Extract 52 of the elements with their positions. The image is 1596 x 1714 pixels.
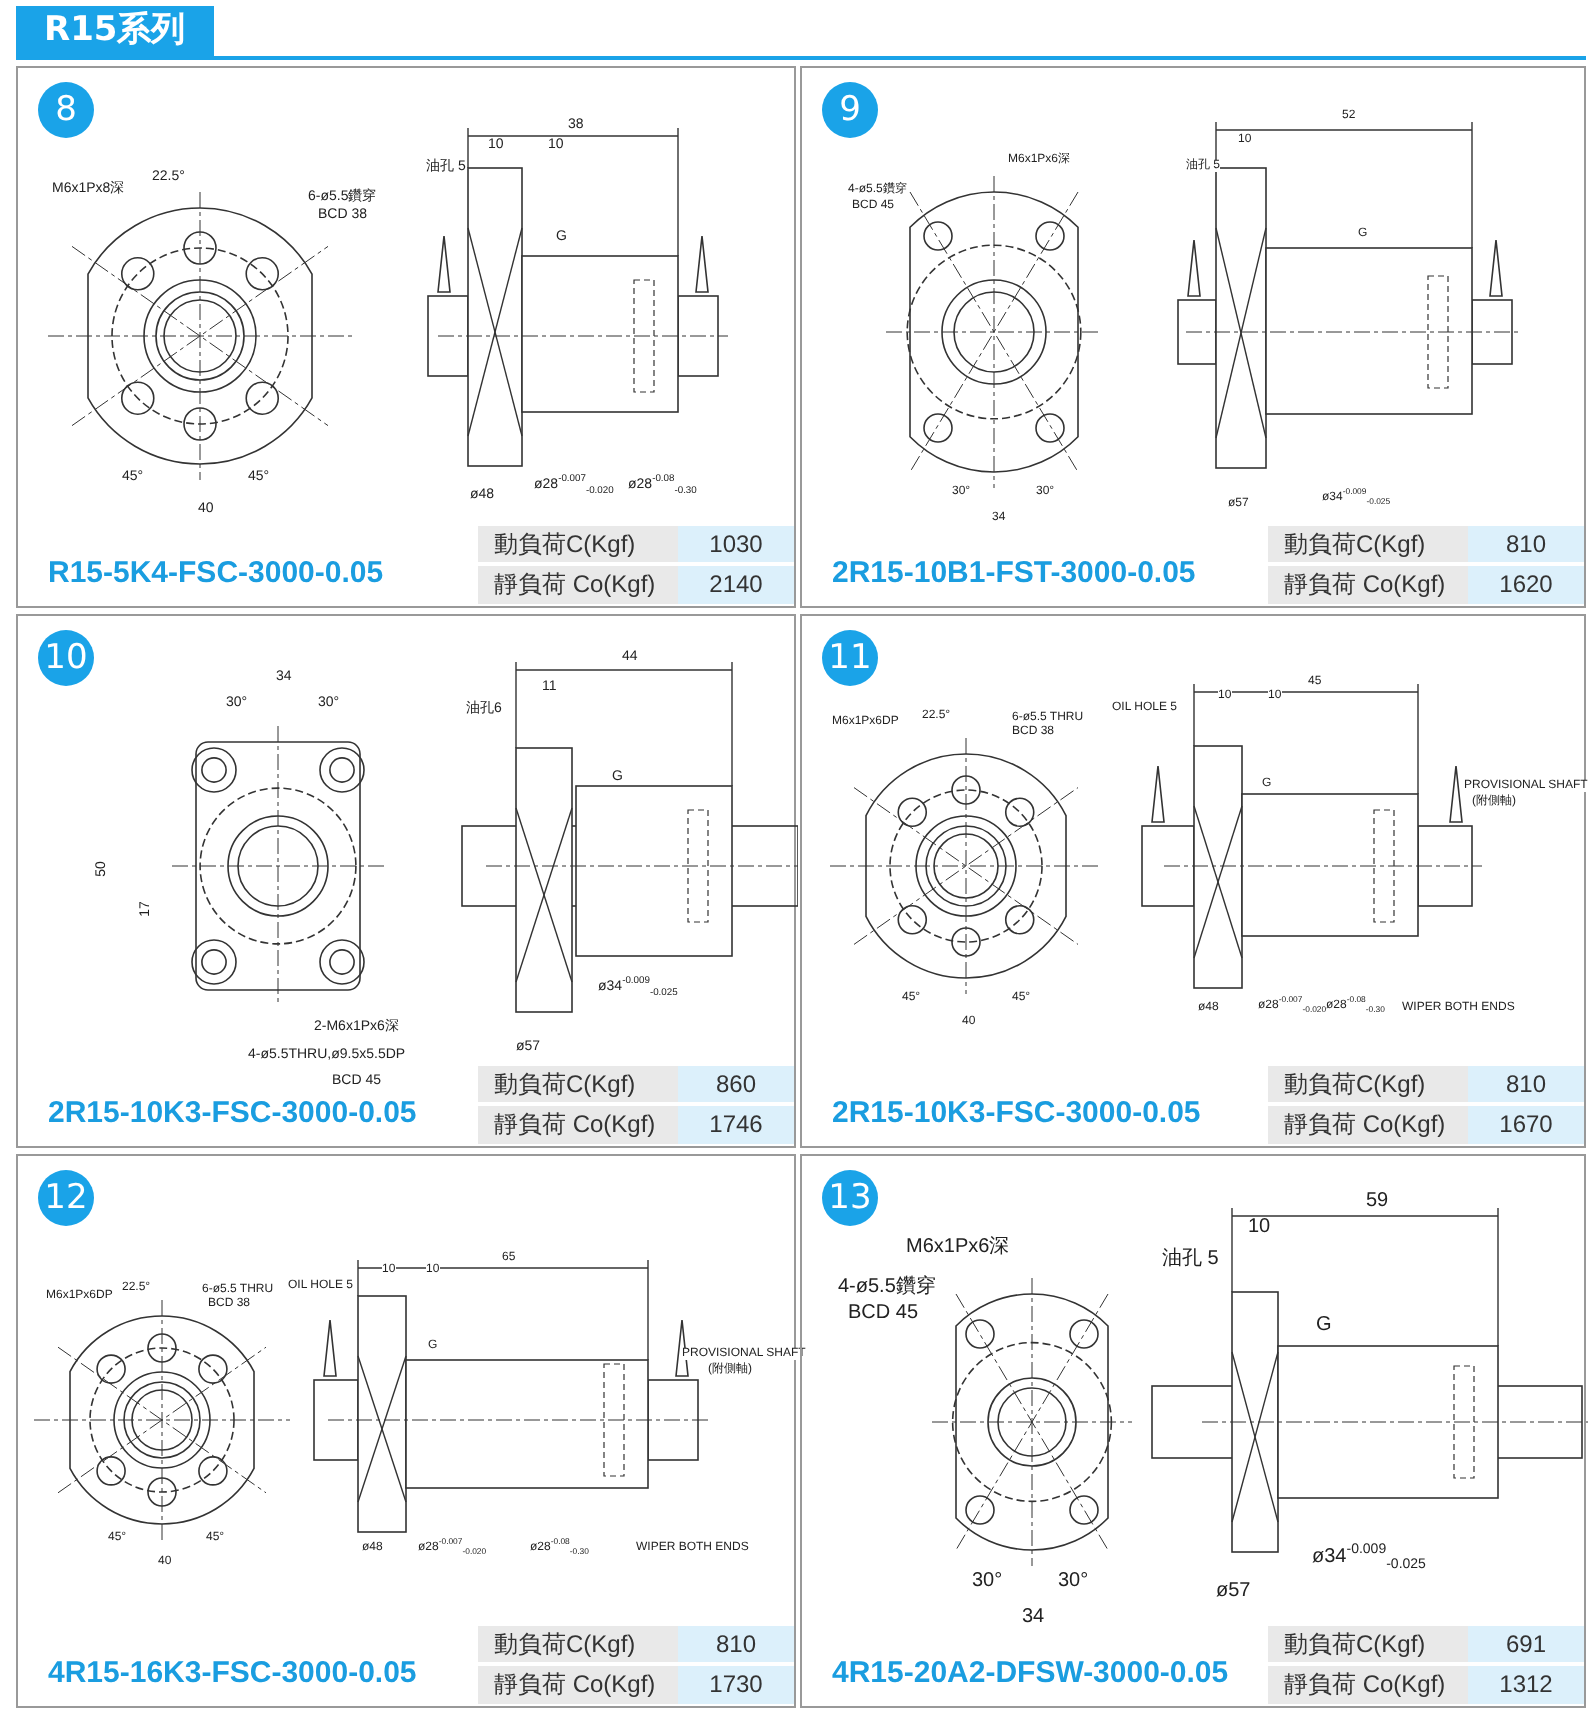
load-rating-label: 靜負荷 Co(Kgf) bbox=[1268, 1106, 1468, 1144]
load-rating-value: 1746 bbox=[678, 1106, 794, 1144]
part-number: 2R15-10B1-FST-3000-0.05 bbox=[832, 556, 1196, 590]
annotation-label: 30° bbox=[1058, 1572, 1089, 1592]
part-number: 4R15-16K3-FSC-3000-0.05 bbox=[48, 1656, 417, 1690]
load-rating-value: 1620 bbox=[1468, 566, 1584, 604]
load-rating-value: 1312 bbox=[1468, 1666, 1584, 1704]
part-number: 4R15-20A2-DFSW-3000-0.05 bbox=[832, 1656, 1229, 1690]
number-badge: 10 bbox=[38, 630, 94, 686]
annotation-label: G bbox=[1316, 1316, 1332, 1336]
load-rating-value: 810 bbox=[1468, 526, 1584, 564]
number-badge: 8 bbox=[38, 82, 94, 138]
annotation-label: BCD 45 bbox=[848, 1304, 919, 1324]
number-badge: 12 bbox=[38, 1170, 94, 1226]
load-rating-label: 動負荷C(Kgf) bbox=[478, 1066, 678, 1104]
load-rating-label: 靜負荷 Co(Kgf) bbox=[478, 566, 678, 604]
load-rating-label: 動負荷C(Kgf) bbox=[1268, 1066, 1468, 1104]
annotation-label: 59 bbox=[1366, 1192, 1389, 1212]
load-rating-value: 810 bbox=[1468, 1066, 1584, 1104]
load-rating-label: 靜負荷 Co(Kgf) bbox=[478, 1666, 678, 1704]
load-rating-label: 動負荷C(Kgf) bbox=[478, 1626, 678, 1664]
annotation-label: ø57 bbox=[1216, 1582, 1251, 1602]
series-title: R15系列 bbox=[16, 6, 214, 56]
annotation-label: 4-ø5.5鑽穿 bbox=[838, 1278, 936, 1298]
product-panel bbox=[800, 614, 1586, 1148]
annotation-label: M6x1Px6深 bbox=[906, 1238, 1010, 1258]
load-rating-value: 1670 bbox=[1468, 1106, 1584, 1144]
part-number: 2R15-10K3-FSC-3000-0.05 bbox=[48, 1096, 417, 1130]
load-rating-label: 靜負荷 Co(Kgf) bbox=[1268, 566, 1468, 604]
annotation-label: 10 bbox=[1248, 1218, 1271, 1238]
product-panel bbox=[800, 66, 1586, 608]
number-badge: 9 bbox=[822, 82, 878, 138]
load-rating-value: 691 bbox=[1468, 1626, 1584, 1664]
load-rating-label: 靜負荷 Co(Kgf) bbox=[478, 1106, 678, 1144]
number-badge: 11 bbox=[822, 630, 878, 686]
load-rating-label: 動負荷C(Kgf) bbox=[478, 526, 678, 564]
annotation-label: 油孔 5 bbox=[1162, 1250, 1219, 1270]
part-number: R15-5K4-FSC-3000-0.05 bbox=[48, 556, 384, 590]
load-rating-value: 1730 bbox=[678, 1666, 794, 1704]
load-rating-value: 860 bbox=[678, 1066, 794, 1104]
product-panel bbox=[16, 66, 796, 608]
number-badge: 13 bbox=[822, 1170, 878, 1226]
load-rating-value: 810 bbox=[678, 1626, 794, 1664]
product-panel bbox=[16, 614, 796, 1148]
load-rating-value: 2140 bbox=[678, 566, 794, 604]
annotation-label: 30° bbox=[972, 1572, 1003, 1592]
load-rating-label: 動負荷C(Kgf) bbox=[1268, 1626, 1468, 1664]
load-rating-label: 靜負荷 Co(Kgf) bbox=[1268, 1666, 1468, 1704]
load-rating-label: 動負荷C(Kgf) bbox=[1268, 526, 1468, 564]
part-number: 2R15-10K3-FSC-3000-0.05 bbox=[832, 1096, 1201, 1130]
annotation-label: 34 bbox=[1022, 1608, 1045, 1628]
load-rating-value: 1030 bbox=[678, 526, 794, 564]
